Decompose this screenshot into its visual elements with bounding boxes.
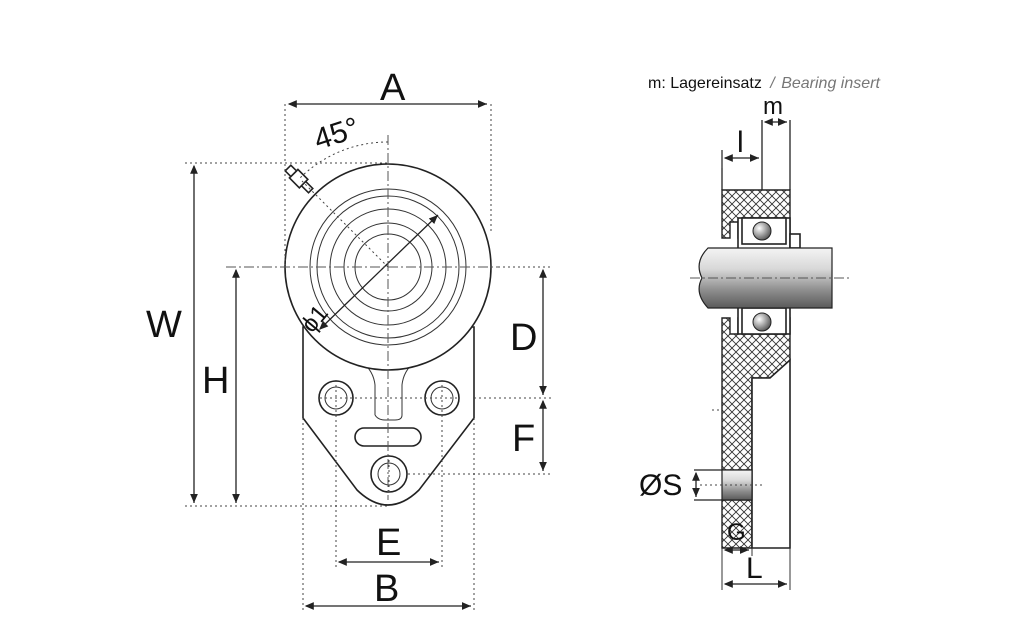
dim-label-l-total: L [746, 552, 763, 585]
ball-top-icon [752, 221, 772, 241]
dim-label-b: B [374, 568, 399, 610]
caption: m: Lagereinsatz / Bearing insert [648, 75, 880, 92]
set-screw [789, 233, 801, 249]
dim-label-f: F [512, 418, 535, 460]
caption-de: m: Lagereinsatz [648, 75, 762, 92]
caption-separator: / [769, 75, 776, 92]
flange-rib-side [751, 358, 791, 549]
dim-label-a: A [380, 67, 406, 109]
grease-nipple-icon [284, 164, 314, 194]
bore-diameter-line [319, 214, 439, 330]
dim-label-l: l [737, 126, 744, 159]
caption-en: Bearing insert [781, 75, 880, 92]
dim-label-g: G [727, 519, 746, 546]
dim-label-d: D [510, 317, 537, 359]
angle-label: 45° [310, 111, 363, 156]
dim-label-h: H [202, 360, 229, 402]
dim-label-e: E [376, 522, 401, 564]
front-view: ϕ1 [146, 67, 553, 612]
side-view: m: Lagereinsatz / Bearing insert l [639, 75, 880, 590]
dim-label-w: W [146, 304, 182, 346]
ball-bottom-icon [752, 312, 772, 332]
dim-label-s: ØS [639, 469, 682, 502]
dim-label-m: m [763, 93, 783, 120]
flange-body [302, 326, 475, 506]
